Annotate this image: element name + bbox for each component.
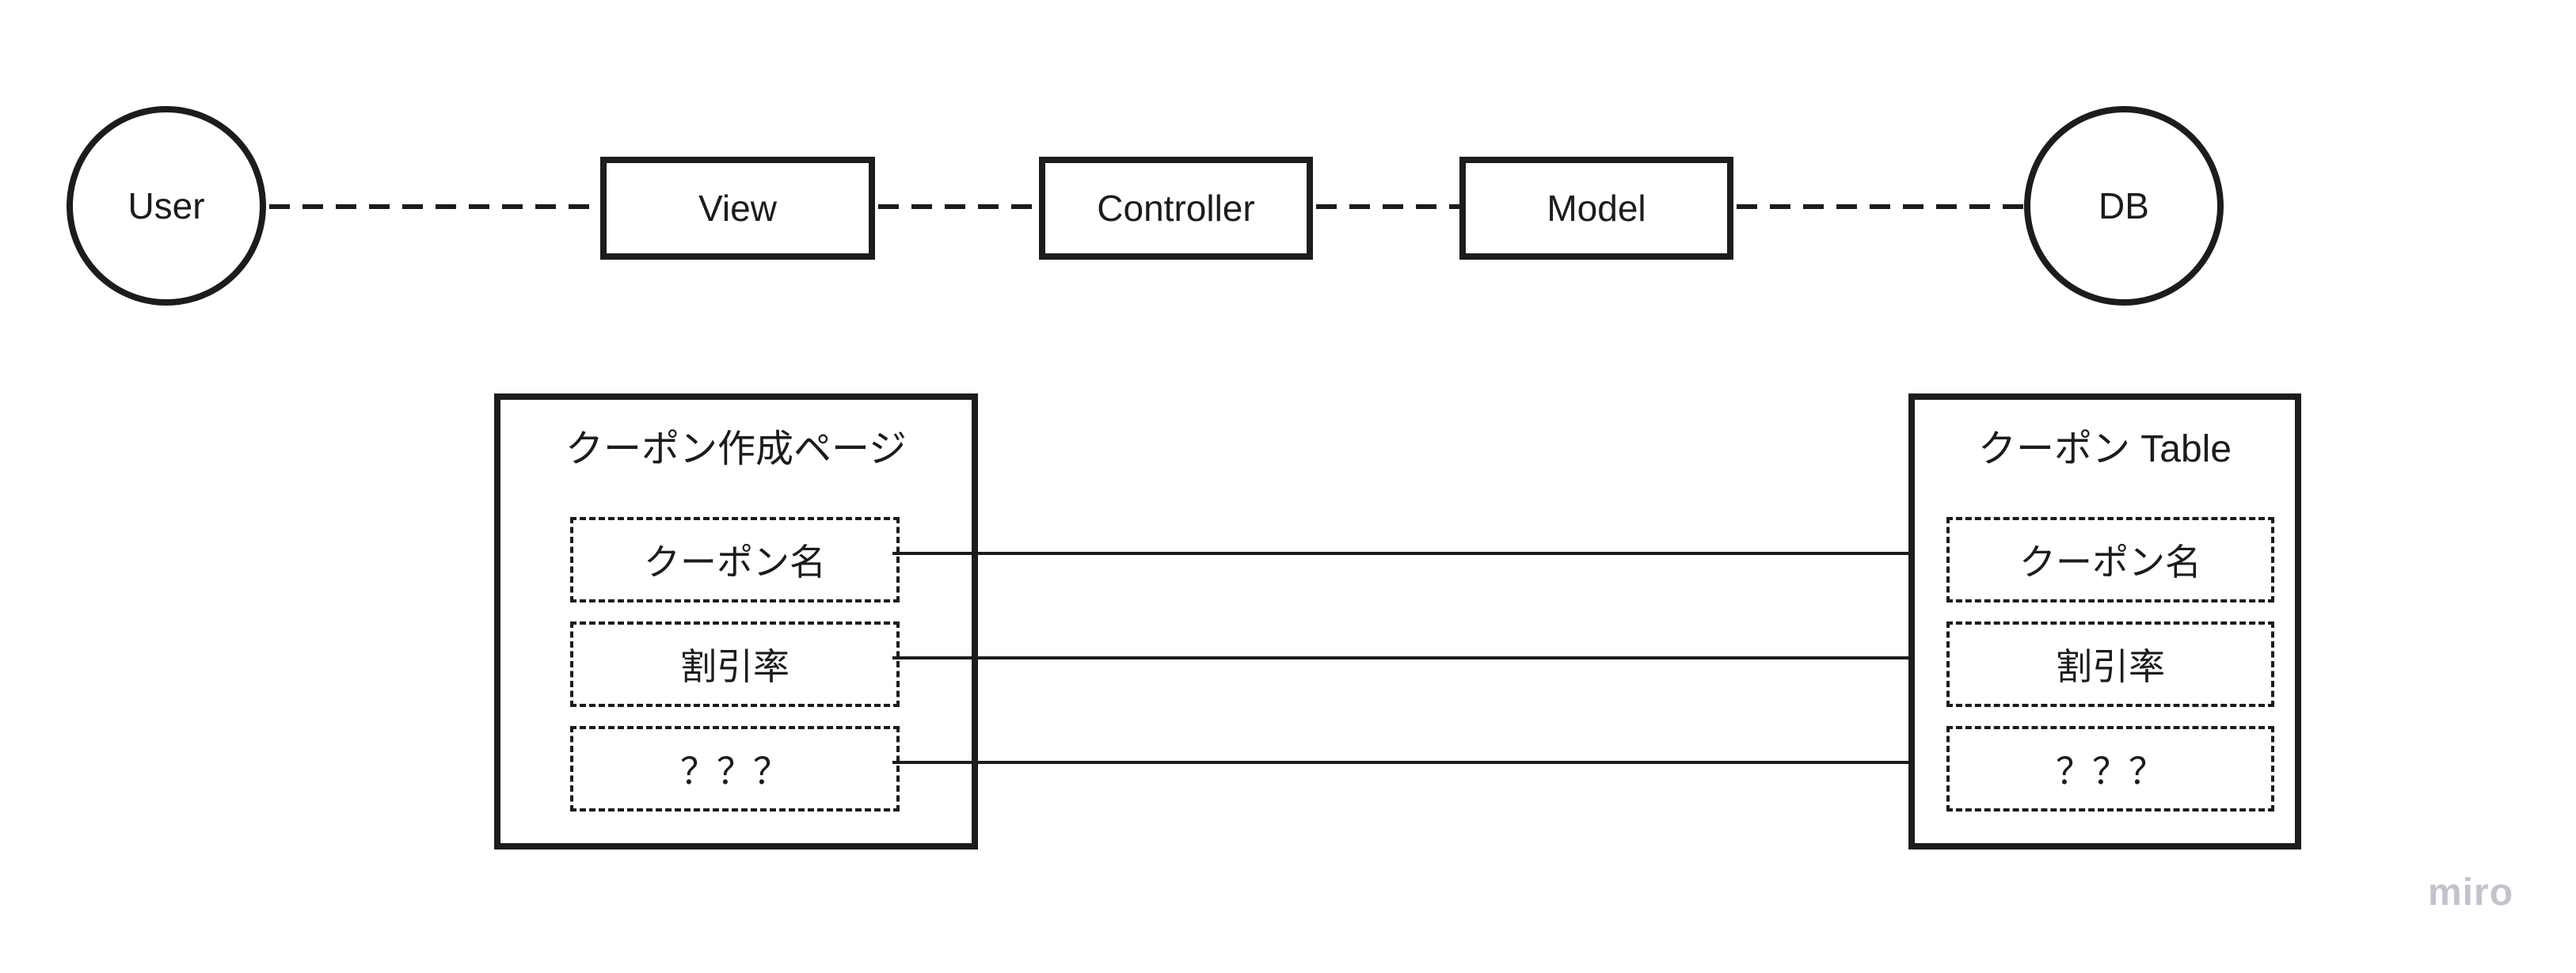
- coupon-table-field-name[interactable]: クーポン名: [1946, 517, 2274, 602]
- coupon-table-box[interactable]: クーポン Table クーポン名 割引率 ？？？: [1908, 393, 2301, 849]
- coupon-table-field-unknown-label: ？？？: [2056, 751, 2165, 792]
- coupon-page-field-discount-label: 割引率: [680, 646, 790, 687]
- coupon-page-field-unknown-label: ？？？: [680, 751, 790, 792]
- connector-view-controller[interactable]: [878, 204, 1039, 209]
- user-node-label: User: [127, 185, 205, 226]
- coupon-table-field-unknown[interactable]: ？？？: [1946, 726, 2274, 811]
- controller-node-label: Controller: [1097, 188, 1255, 229]
- coupon-page-box[interactable]: クーポン作成ページ クーポン名 割引率 ？？？: [494, 393, 978, 849]
- user-node[interactable]: User: [67, 106, 266, 306]
- connector-model-db[interactable]: [1737, 204, 2024, 209]
- coupon-page-field-name-label: クーポン名: [644, 542, 826, 583]
- miro-logo: miro: [2428, 872, 2514, 914]
- coupon-page-field-unknown[interactable]: ？？？: [570, 726, 900, 811]
- view-node[interactable]: View: [600, 157, 875, 260]
- coupon-table-field-discount[interactable]: 割引率: [1946, 621, 2274, 707]
- coupon-page-field-name[interactable]: クーポン名: [570, 517, 900, 602]
- db-node[interactable]: DB: [2024, 106, 2224, 306]
- model-node-label: Model: [1547, 188, 1646, 229]
- view-node-label: View: [698, 188, 777, 229]
- connector-controller-model[interactable]: [1316, 204, 1459, 209]
- coupon-table-field-name-label: クーポン名: [2019, 542, 2201, 583]
- connector-user-view[interactable]: [269, 204, 600, 209]
- coupon-page-title: クーポン作成ページ: [565, 428, 907, 470]
- mapping-line-discount[interactable]: [892, 656, 1942, 659]
- db-node-label: DB: [2098, 185, 2149, 226]
- mapping-line-unknown[interactable]: [892, 761, 1942, 764]
- coupon-page-field-discount[interactable]: 割引率: [570, 621, 900, 707]
- controller-node[interactable]: Controller: [1039, 157, 1313, 260]
- mapping-line-name[interactable]: [892, 552, 1942, 555]
- coupon-table-title: クーポン Table: [1977, 428, 2232, 470]
- model-node[interactable]: Model: [1459, 157, 1733, 260]
- coupon-table-field-discount-label: 割引率: [2056, 646, 2165, 687]
